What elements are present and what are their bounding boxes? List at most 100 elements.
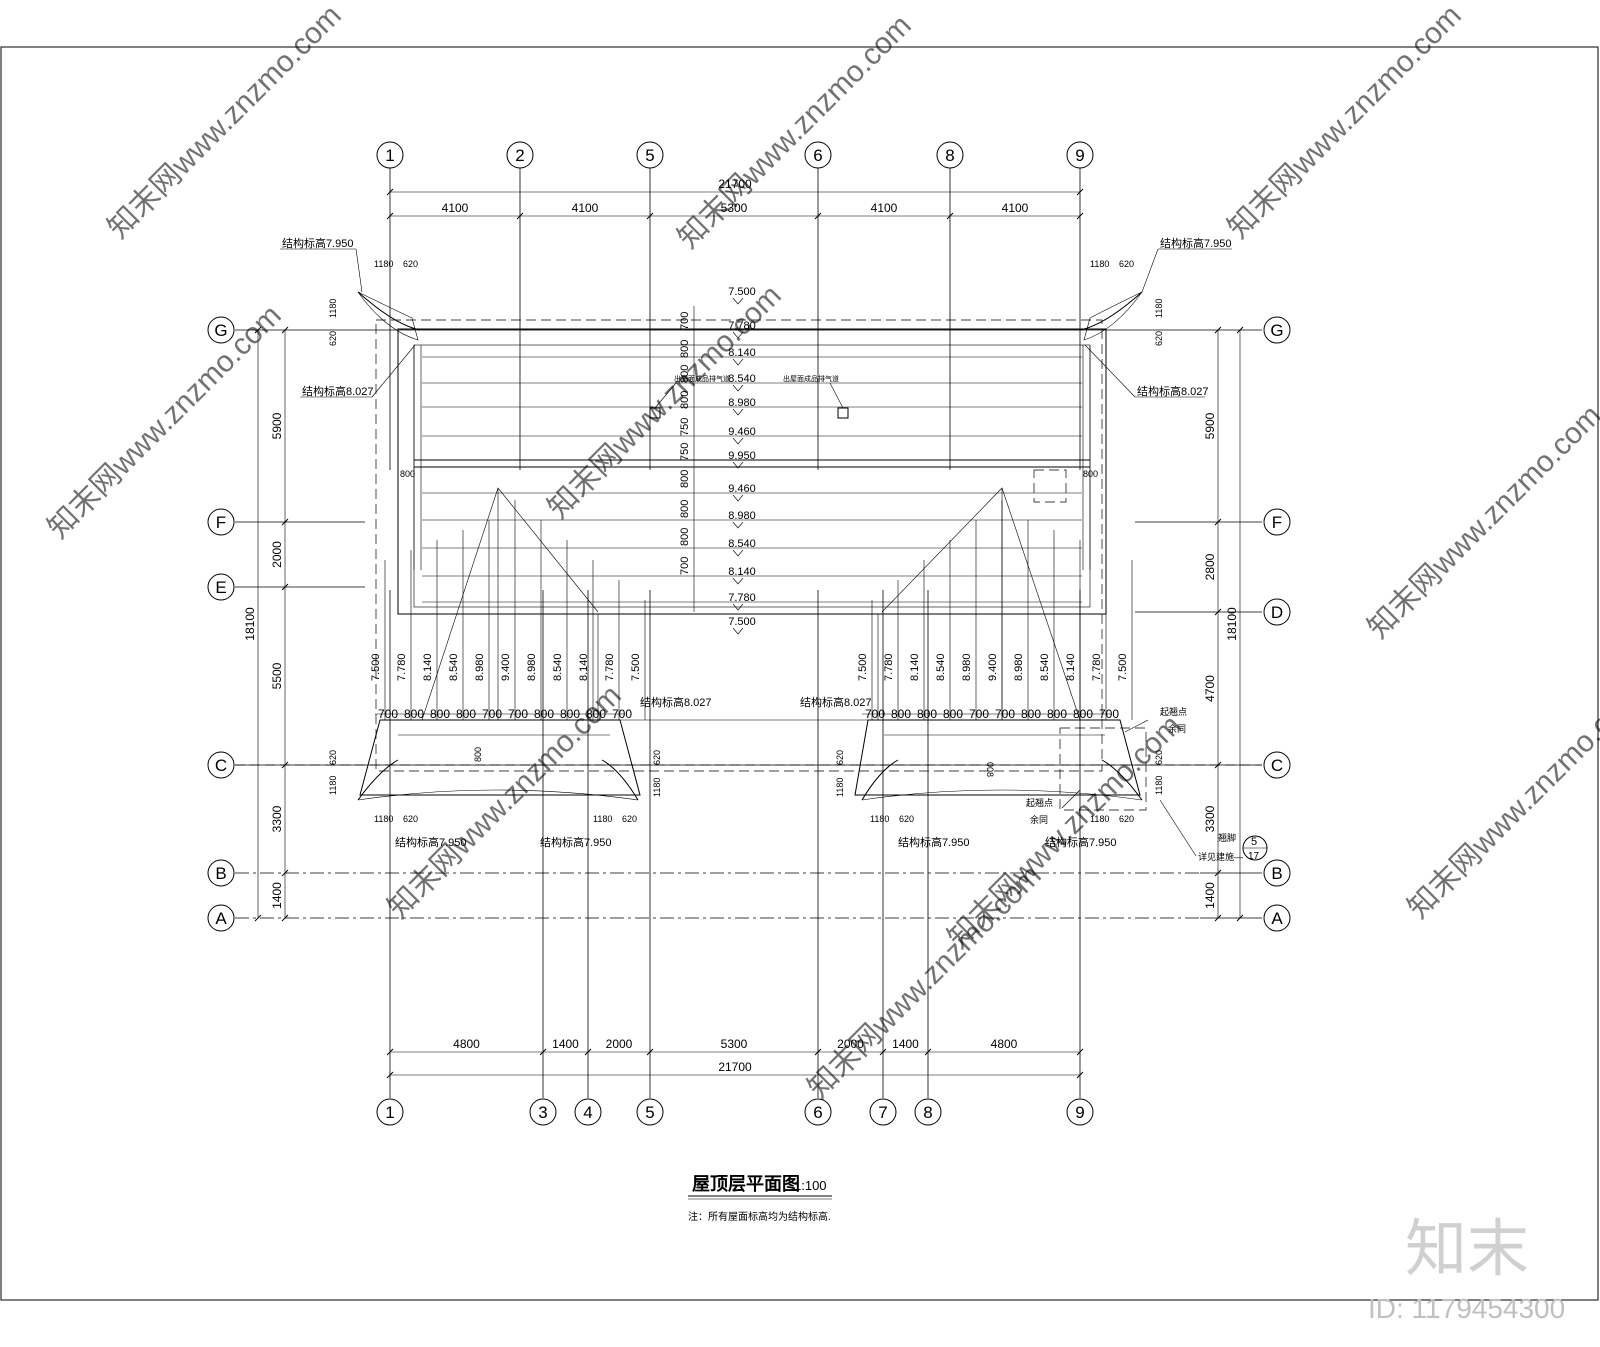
vent-label-right: 出屋面成品排气道 (783, 374, 839, 383)
axis-bubble-top-6: 6 (804, 141, 832, 169)
wing-elev-left-6: 8.980 (526, 653, 538, 681)
dim-top-total-tick-1 (1076, 188, 1084, 196)
axis-bubble-left-F-circle (207, 508, 235, 536)
dim-top-total-label-0: 21700 (718, 177, 752, 191)
axis-bubble-left-F: F (207, 508, 235, 536)
center-elev-marker-7 (732, 494, 744, 502)
axis-bubble-left-G: G (207, 316, 235, 344)
axis-bubble-left-G-circle (207, 316, 235, 344)
center-elev-marker-3 (732, 384, 744, 392)
wing-elev-left-4: 8.980 (474, 653, 486, 681)
detail-sheet: 17 (1248, 851, 1260, 862)
wing-elev-right-4: 8.980 (961, 653, 973, 681)
axis-bubble-bottom-5-circle (636, 1098, 664, 1126)
eave-label-upper-right: 结构标高8.027 (1137, 384, 1209, 398)
axis-bubble-top-8: 8 (936, 141, 964, 169)
center-elev-label-10: 8.140 (728, 566, 756, 578)
axis-bubble-bottom-5: 5 (636, 1098, 664, 1126)
eave-label-bottom-4: 结构标高7.950 (1045, 835, 1117, 849)
dim-bottom-total-label-0: 21700 (718, 1060, 752, 1074)
wing-rib-dim-right-9: 700 (1099, 707, 1119, 721)
axis-bubble-left-A-circle (207, 904, 235, 932)
dim-left-label-1: 2000 (270, 541, 284, 568)
axis-bubble-right-B: B (1263, 859, 1291, 887)
center-elev-label-6: 9.950 (728, 450, 756, 462)
axis-bubble-right-D: D (1263, 598, 1291, 626)
axis-bubble-top-1: 1 (376, 141, 404, 169)
wing-rib-dim-right-1: 800 (891, 707, 911, 721)
watermark-8: 知末网www.znzmo.com (1402, 679, 1600, 925)
center-elev-label-5: 9.460 (728, 426, 756, 438)
dim-right-label-4: 1400 (1203, 882, 1217, 909)
eave-label-bottom-2: 结构标高7.950 (540, 835, 612, 849)
corner-vdim-mr-a: 1180 (835, 778, 845, 797)
center-rib-dim-2: 800 (679, 365, 691, 383)
wing-rib-dim-left-4: 700 (482, 707, 502, 721)
dim-left-label-4: 1400 (270, 882, 284, 909)
wing-rib-dim-right-5: 700 (995, 707, 1015, 721)
dim-right-total-tick-0 (1236, 326, 1244, 334)
dim-top-tick-2 (646, 212, 654, 220)
sheet-border (0, 46, 1599, 1301)
center-elev-label-0: 7.500 (728, 286, 756, 298)
axis-bubble-bottom-1-circle (376, 1098, 404, 1126)
wing-elev-left-8: 8.140 (578, 653, 590, 681)
corner-vdim-mr-b: 620 (835, 750, 845, 765)
dim-bottom-label-6: 4800 (991, 1037, 1018, 1051)
wing-elev-right-6: 8.980 (1013, 653, 1025, 681)
detail-ref-label: 详见建施— (1198, 851, 1243, 862)
axis-bubble-top-2-circle (506, 141, 534, 169)
axis-bubble-bottom-9-label: 9 (1075, 1103, 1084, 1122)
dim-right-tick-5 (1214, 914, 1222, 922)
wing-rib-dim-left-1: 800 (404, 707, 424, 721)
center-elev-label-2: 8.140 (728, 347, 756, 359)
axis-bubble-top-5: 5 (636, 141, 664, 169)
axis-bubble-right-F-label: F (1272, 513, 1282, 532)
corner-dim-tr-a: 1180 (1090, 259, 1109, 269)
center-elev-marker-8 (732, 521, 744, 529)
dim-top-label-1: 4100 (572, 201, 599, 215)
center-elev-label-11: 7.780 (728, 592, 756, 604)
axis-bubble-right-C: C (1263, 751, 1291, 779)
small-dim-left: 800 (400, 469, 415, 479)
dim-left-tick-2 (281, 583, 289, 591)
axis-bubble-right-A: A (1263, 904, 1291, 932)
corner-vdim-r-b: 620 (1154, 331, 1164, 346)
axis-bubble-left-A: A (207, 904, 235, 932)
axis-bubble-left-B-circle (207, 859, 235, 887)
center-rib-dim-9: 700 (679, 557, 691, 575)
axis-bubble-right-D-circle (1263, 598, 1291, 626)
axis-bubble-bottom-4-circle (574, 1098, 602, 1126)
center-elev-label-8: 8.980 (728, 510, 756, 522)
wing-rib-dim-left-3: 800 (456, 707, 476, 721)
dim-bottom-tick-1 (539, 1048, 547, 1056)
center-rib-dim-8: 800 (679, 528, 691, 546)
small-dim-wing-left: 800 (473, 747, 483, 762)
corner-vdim-ml-a: 1180 (652, 778, 662, 797)
axis-bubble-top-2: 2 (506, 141, 534, 169)
dim-bottom-tick-7 (1076, 1048, 1084, 1056)
axis-bubble-right-G-circle (1263, 316, 1291, 344)
wing-rib-dim-right-8: 800 (1073, 707, 1093, 721)
axis-bubble-bottom-8-circle (914, 1098, 942, 1126)
dim-left-tick-5 (281, 914, 289, 922)
drawing-title: 屋顶层平面图 (692, 1174, 800, 1194)
detail-number: 5 (1251, 836, 1257, 848)
wing-rib-dim-right-6: 800 (1021, 707, 1041, 721)
wing-rib-dim-left-2: 800 (430, 707, 450, 721)
dim-left-label-3: 3300 (270, 805, 284, 832)
center-rib-dim-5: 750 (679, 443, 691, 461)
axis-bubble-bottom-3-circle (529, 1098, 557, 1126)
axis-bubble-right-G: G (1263, 316, 1291, 344)
axis-bubble-top-5-label: 5 (645, 146, 654, 165)
center-roof-ribs: 7.5007.7808.1408.5408.9809.4609.9509.460… (422, 286, 1082, 635)
axis-bubble-left-B: B (207, 859, 235, 887)
axis-bubble-bottom-9-circle (1066, 1098, 1094, 1126)
dim-top-label-2: 5300 (721, 201, 748, 215)
axis-bubble-bottom-4: 4 (574, 1098, 602, 1126)
dim-bottom-tick-5 (879, 1048, 887, 1056)
drawing-scale: 1:100 (794, 1178, 827, 1193)
eave-label-bottom-1: 结构标高7.950 (395, 835, 467, 849)
